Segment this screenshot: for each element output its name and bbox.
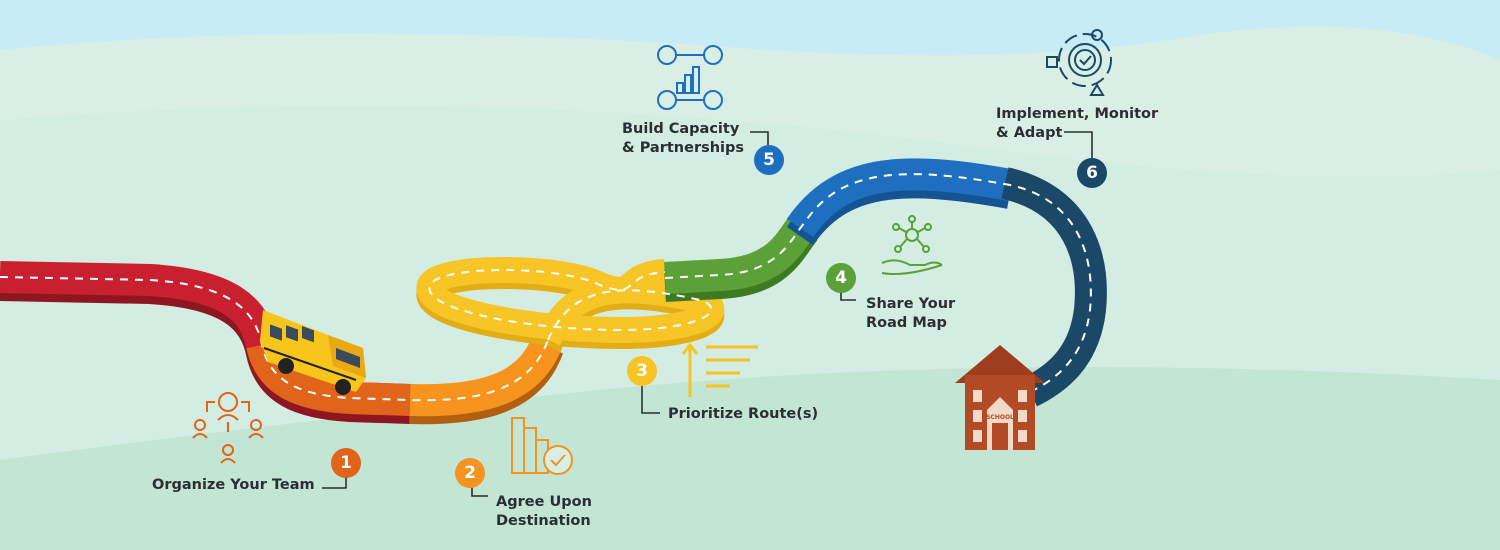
step-1-number: 1 [331, 448, 361, 478]
team-hierarchy-icon [192, 392, 264, 464]
step-2-number: 2 [455, 458, 485, 488]
school-bus-icon [260, 310, 366, 395]
school-sign: SCHOOL [986, 414, 1014, 421]
step-5-number: 5 [754, 145, 784, 175]
priority-arrow-icon [681, 342, 758, 397]
cycle-gear-icon [1046, 29, 1112, 96]
step-5-label: Build Capacity & Partnerships [622, 121, 745, 156]
step-6-number: 6 [1077, 158, 1107, 188]
step-4-label: Share Your Road Map [866, 296, 956, 331]
step-4-number: 4 [826, 263, 856, 293]
network-hand-icon [881, 215, 943, 275]
step-1-label: Organize Your Team [152, 477, 315, 493]
leader-lines [322, 131, 1093, 497]
step-3-label: Prioritize Route(s) [668, 406, 819, 422]
step-3-number: 3 [627, 356, 657, 386]
step-6-label: Implement, Monitor & Adapt [996, 106, 1159, 141]
destination-check-icon [511, 417, 573, 475]
road [0, 158, 1107, 425]
school-building-icon: SCHOOL [955, 345, 1045, 450]
partnership-network-icon [657, 45, 723, 110]
step-2-label: Agree Upon Destination [496, 494, 592, 529]
